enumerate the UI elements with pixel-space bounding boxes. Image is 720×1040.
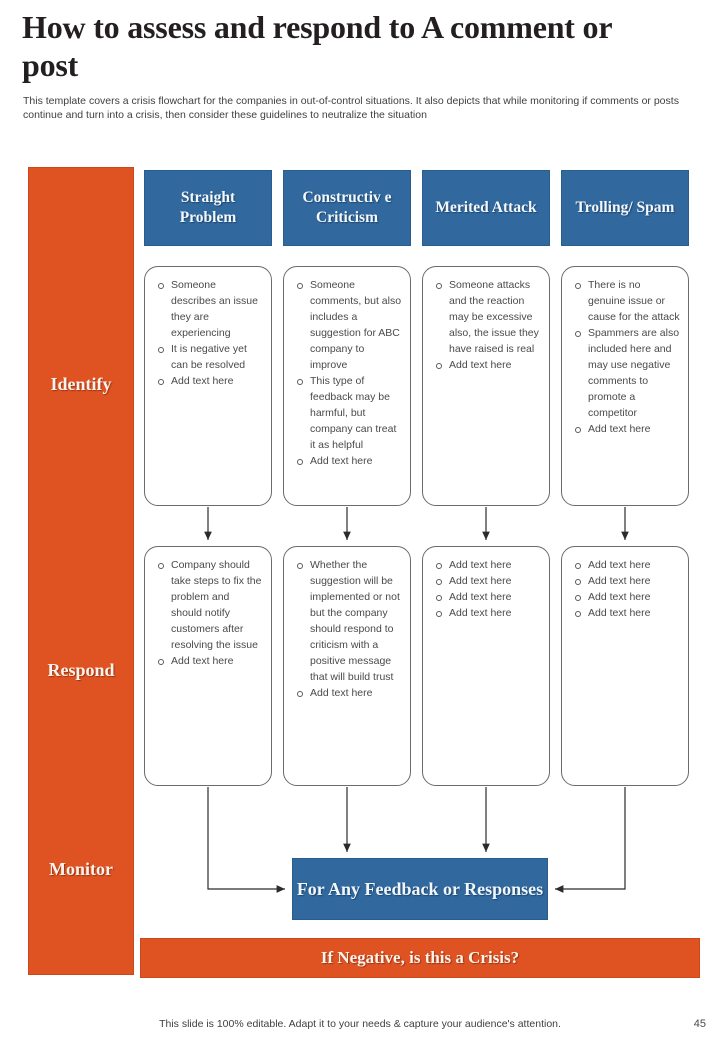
respond-card-straight-problem[interactable]: Company should take steps to fix the pro…: [144, 546, 272, 786]
list-item: Add text here: [436, 589, 541, 605]
arrow-respond-col4-to-feedback: [555, 787, 626, 893]
list-item: Add text here: [575, 573, 680, 589]
arrow-respond-col1-to-feedback: [207, 787, 285, 893]
stage-label-monitor: Monitor: [49, 859, 113, 879]
list-item: It is negative yet can be resolved: [158, 341, 263, 373]
list-item: Someone comments, but also includes a su…: [297, 279, 402, 371]
identify-list-trolling-spam: There is no genuine issue or cause for t…: [570, 277, 680, 437]
feedback-terminal-box[interactable]: For Any Feedback or Responses: [292, 858, 548, 920]
list-item: Company should take steps to fix the pro…: [158, 559, 262, 651]
footer-note: This slide is 100% editable. Adapt it to…: [159, 1018, 561, 1030]
respond-list-merited-attack: Add text here Add text here Add text her…: [431, 557, 541, 621]
list-item: Add text here: [575, 589, 680, 605]
identify-list-straight-problem: Someone describes an issue they are expe…: [153, 277, 263, 389]
list-item: Add text here: [436, 605, 541, 621]
list-item: Add text here: [436, 357, 541, 373]
identify-card-merited-attack[interactable]: Someone attacks and the reaction may be …: [422, 266, 550, 506]
stage-label-respond: Respond: [47, 660, 115, 680]
list-item: Whether the suggestion will be implement…: [297, 557, 402, 685]
list-item: Add text here: [158, 653, 263, 669]
respond-card-merited-attack[interactable]: Add text here Add text here Add text her…: [422, 546, 550, 786]
respond-card-constructive-criticism[interactable]: Whether the suggestion will be implement…: [283, 546, 411, 786]
stage-rail: [28, 167, 134, 975]
respond-list-straight-problem: Company should take steps to fix the pro…: [153, 557, 263, 669]
list-item: Add text here: [575, 557, 680, 573]
list-item: Add text here: [575, 421, 680, 437]
identify-card-constructive-criticism[interactable]: Someone comments, but also includes a su…: [283, 266, 411, 506]
column-header-straight-problem[interactable]: Straight Problem: [144, 170, 272, 246]
crisis-question-bar[interactable]: If Negative, is this a Crisis?: [140, 938, 700, 978]
list-item: Spammers are also included here and may …: [575, 327, 680, 419]
list-item: There is no genuine issue or cause for t…: [575, 279, 680, 323]
page-title: How to assess and respond to A comment o…: [22, 9, 612, 83]
column-header-trolling-spam[interactable]: Trolling/ Spam: [561, 170, 689, 246]
list-item: Add text here: [436, 557, 541, 573]
list-item: Someone attacks and the reaction may be …: [436, 277, 541, 357]
respond-card-trolling-spam[interactable]: Add text here Add text here Add text her…: [561, 546, 689, 786]
identify-card-trolling-spam[interactable]: There is no genuine issue or cause for t…: [561, 266, 689, 506]
list-item: Add text here: [436, 573, 541, 589]
list-item: Add text here: [297, 685, 402, 701]
stage-label-identify: Identify: [50, 374, 112, 394]
column-header-merited-attack[interactable]: Merited Attack: [422, 170, 550, 246]
page-subtitle: This template covers a crisis flowchart …: [23, 95, 679, 121]
list-item: Add text here: [297, 453, 402, 469]
column-header-constructive-criticism[interactable]: Constructiv e Criticism: [283, 170, 411, 246]
identify-list-merited-attack: Someone attacks and the reaction may be …: [431, 277, 541, 373]
list-item: Add text here: [575, 605, 680, 621]
respond-list-constructive-criticism: Whether the suggestion will be implement…: [292, 557, 402, 701]
list-item: Add text here: [158, 373, 263, 389]
respond-list-trolling-spam: Add text here Add text here Add text her…: [570, 557, 680, 621]
identify-card-straight-problem[interactable]: Someone describes an issue they are expe…: [144, 266, 272, 506]
list-item: Someone describes an issue they are expe…: [158, 277, 263, 341]
list-item: This type of feedback may be harmful, bu…: [297, 373, 402, 453]
identify-list-constructive-criticism: Someone comments, but also includes a su…: [292, 277, 402, 469]
page-number: 45: [693, 1018, 706, 1030]
